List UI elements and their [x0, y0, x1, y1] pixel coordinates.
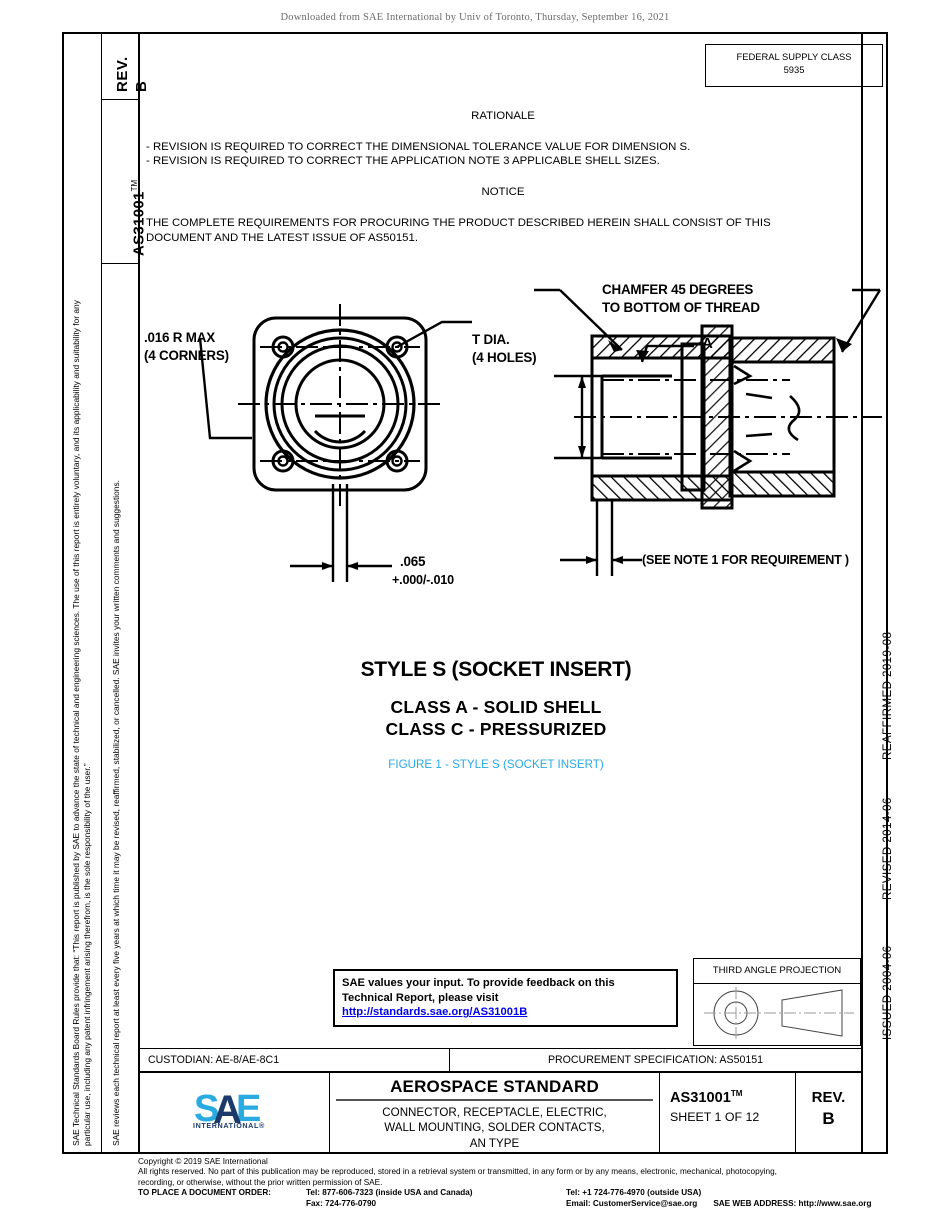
product-desc-line-2: WALL MOUNTING, SOLDER CONTACTS, — [384, 1121, 605, 1135]
aerospace-standard-heading: AEROSPACE STANDARD — [390, 1077, 599, 1096]
footer-rights-line-2: recording, or otherwise, without the pri… — [138, 1177, 383, 1187]
federal-supply-class-box: FEDERAL SUPPLY CLASS 5935 — [705, 44, 883, 87]
class-c-line: CLASS C - PRESSURIZED — [385, 719, 607, 739]
rationale-line-1: - REVISION IS REQUIRED TO CORRECT THE DI… — [146, 141, 691, 153]
dimension-065-value: .065 — [400, 554, 426, 569]
figure-1-drawing: .016 R MAX (4 CORNERS) T DIA. (4 HOLES) … — [142, 276, 882, 606]
feedback-box: SAE values your input. To provide feedba… — [333, 969, 678, 1027]
reaffirmed-date: REAFFIRMED 2019-08 — [881, 631, 894, 760]
drawing-frame-border — [62, 32, 888, 1154]
dimension-065-tolerance: +.000/-.010 — [392, 573, 454, 587]
footer-order-label: TO PLACE A DOCUMENT ORDER: — [138, 1188, 271, 1198]
title-block: S E A INTERNATIONAL® AEROSPACE STANDARD … — [140, 1073, 861, 1154]
title-divider — [336, 1099, 653, 1101]
feedback-line-1: SAE values your input. To provide feedba… — [342, 977, 615, 989]
product-desc-line-3: AN TYPE — [469, 1136, 520, 1150]
third-angle-projection-box: THIRD ANGLE PROJECTION — [693, 958, 861, 1046]
rationale-heading: RATIONALE — [471, 110, 535, 122]
title-block-rev-value: B — [822, 1109, 835, 1128]
notice-line-1: THE COMPLETE REQUIREMENTS FOR PROCURING … — [146, 217, 771, 230]
footer-tel-outside: Tel: +1 724-776-4970 (outside USA) — [566, 1188, 702, 1198]
svg-text:A: A — [213, 1088, 242, 1132]
federal-supply-class-value: 5935 — [783, 63, 805, 75]
federal-supply-class-label: FEDERAL SUPPLY CLASS — [736, 51, 852, 62]
standard-title-cell: AEROSPACE STANDARD CONNECTOR, RECEPTACLE… — [330, 1073, 660, 1154]
rev-box — [102, 32, 140, 100]
rev-label-vertical: REV. — [114, 56, 131, 92]
procurement-spec-field: PROCUREMENT SPECIFICATION: AS50151 — [547, 1054, 764, 1066]
footer-fax: Fax: 724-776-0790 — [306, 1198, 377, 1208]
sae-logo-cell: S E A INTERNATIONAL® — [140, 1073, 330, 1154]
sheet-number: SHEET 1 OF 12 — [670, 1109, 760, 1124]
callout-radius-line2: (4 CORNERS) — [144, 348, 229, 363]
revised-date: REVISED 2014-06 — [881, 797, 894, 900]
footer-rights-line-1: All rights reserved. No part of this pub… — [138, 1167, 777, 1177]
class-a-line: CLASS A - SOLID SHELL — [390, 697, 602, 717]
custodian-field: CUSTODIAN: AE-8/AE-8C1 — [140, 1049, 450, 1071]
custodian-procurement-row: CUSTODIAN: AE-8/AE-8C1 PROCUREMENT SPECI… — [140, 1048, 861, 1073]
issued-date: ISSUED 2004-06 — [881, 945, 894, 1040]
svg-text:S: S — [194, 1088, 219, 1130]
standards-board-rules-text: SAE Technical Standards Board Rules prov… — [71, 300, 93, 1146]
style-title: STYLE S (SOCKET INSERT) — [360, 658, 632, 681]
trademark-mark: TM — [130, 179, 139, 192]
product-desc-line-1: CONNECTOR, RECEPTACLE, ELECTRIC, — [382, 1106, 607, 1119]
rationale-line-2: - REVISION IS REQUIRED TO CORRECT THE AP… — [146, 155, 660, 168]
third-angle-symbol — [694, 984, 860, 1044]
figure-title-group: STYLE S (SOCKET INSERT) CLASS A - SOLID … — [140, 658, 852, 771]
footer-email: Email: CustomerService@sae.org — [566, 1198, 698, 1208]
callout-chamfer-line2: TO BOTTOM OF THREAD — [602, 300, 760, 315]
report-review-policy-text: SAE reviews each technical report at lea… — [111, 480, 121, 1146]
connector-drawing-svg — [198, 288, 882, 582]
footer-tel-inside: Tel: 877-606-7323 (inside USA and Canada… — [306, 1188, 473, 1198]
svg-text:E: E — [236, 1088, 261, 1130]
document-number-cell: AS31001TM SHEET 1 OF 12 — [660, 1073, 796, 1154]
sae-international-wordmark: INTERNATIONAL® — [193, 1121, 265, 1130]
footer-copyright: Copyright © 2019 SAE International — [138, 1157, 268, 1166]
rev-value-vertical: B — [133, 80, 150, 92]
feedback-url-link[interactable]: http://standards.sae.org/AS31001B — [342, 1006, 528, 1019]
title-block-rev-label: REV. — [811, 1089, 846, 1106]
left-strip-column-outer — [62, 32, 102, 1154]
notice-line-2: DOCUMENT AND THE LATEST ISSUE OF AS50151… — [146, 231, 418, 244]
title-block-trademark: TM — [730, 1089, 743, 1098]
callout-chamfer-line1: CHAMFER 45 DEGREES — [602, 282, 754, 297]
notice-heading: NOTICE — [481, 186, 525, 199]
title-block-doc-number: AS31001TM — [670, 1089, 743, 1106]
sae-logo-icon: S E A — [194, 1088, 261, 1132]
download-watermark-header: Downloaded from SAE International by Uni… — [280, 12, 670, 23]
callout-tdia-line2: (4 HOLES) — [472, 350, 537, 365]
callout-radius-line1: .016 R MAX — [144, 330, 215, 345]
left-strip-column-inner — [102, 32, 140, 1154]
revision-cell: REV. B — [796, 1073, 861, 1154]
footer-legal-block: Copyright © 2019 SAE International All r… — [138, 1157, 898, 1209]
figure-caption: FIGURE 1 - STYLE S (SOCKET INSERT) — [388, 758, 604, 771]
third-angle-projection-title: THIRD ANGLE PROJECTION — [694, 959, 860, 984]
rationale-notice-block: RATIONALE - REVISION IS REQUIRED TO CORR… — [146, 110, 860, 245]
footer-web-address: SAE WEB ADDRESS: http://www.sae.org — [713, 1198, 872, 1208]
doc-number-box — [102, 100, 140, 264]
callout-letter-a: A — [702, 335, 713, 352]
dates-strip-column — [861, 32, 888, 1154]
callout-note1-reference: (SEE NOTE 1 FOR REQUIREMENT ) — [642, 553, 849, 567]
feedback-line-2: Technical Report, please visit — [342, 991, 499, 1004]
callout-tdia-line1: T DIA. — [472, 332, 510, 347]
